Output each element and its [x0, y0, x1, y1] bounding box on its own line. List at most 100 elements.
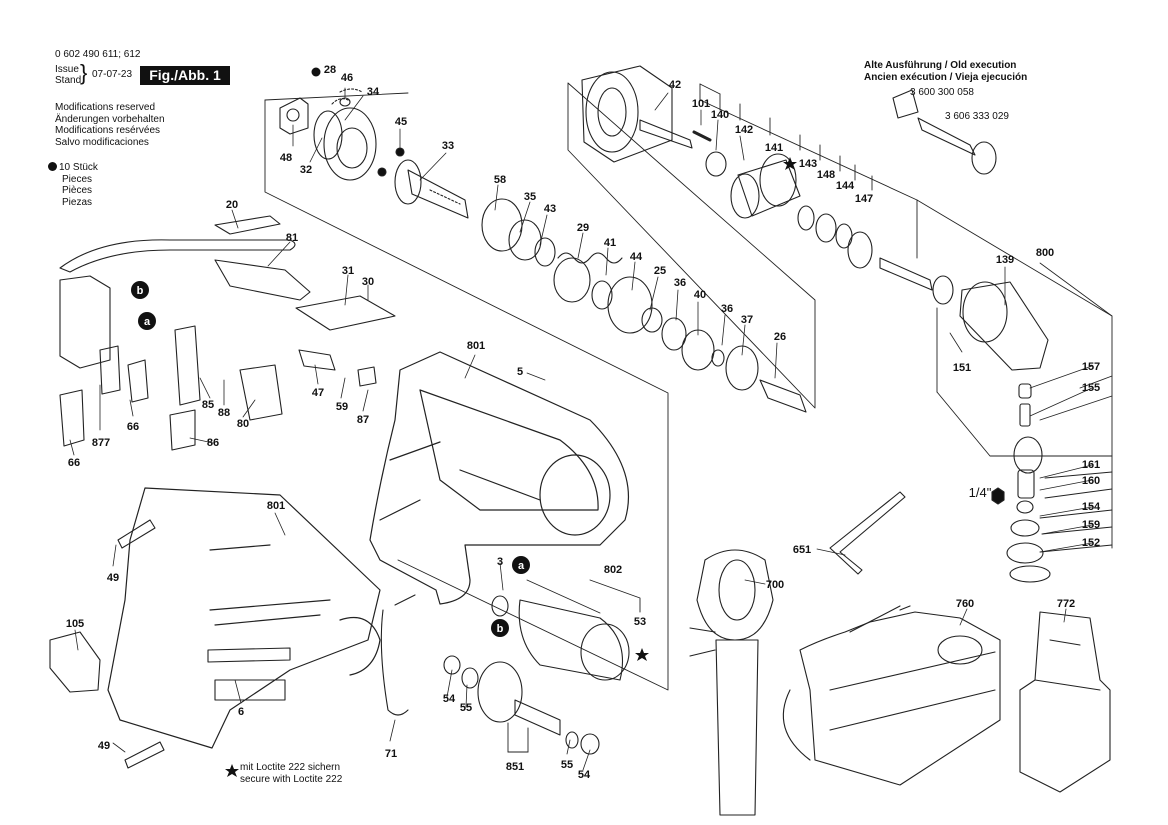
callout-label: 66 — [126, 421, 140, 433]
small-parts — [49, 519, 416, 769]
callout-label: 43 — [543, 203, 557, 215]
washer-part — [313, 110, 343, 160]
callout-label: 88 — [217, 407, 231, 419]
stand-label: Stand — [55, 75, 82, 86]
callout-label: 800 — [1035, 247, 1055, 259]
callout-label: 6 — [237, 706, 245, 718]
star-icon — [783, 157, 797, 170]
cap-part — [339, 97, 351, 107]
callout-label: 40 — [693, 289, 707, 301]
callout-label: 20 — [225, 199, 239, 211]
callout-label: 49 — [106, 572, 120, 584]
callout-label: 80 — [236, 418, 250, 430]
circuit-board-part — [295, 295, 396, 331]
callout-label: 35 — [523, 191, 537, 203]
clutch-housing-part — [581, 65, 673, 163]
callout-label: 161 — [1081, 459, 1101, 471]
trigger-part — [239, 364, 283, 421]
callout-label: 141 — [764, 142, 784, 154]
callout-label: 151 — [952, 362, 972, 374]
callout-label: 36 — [673, 277, 687, 289]
brace-symbol: } — [80, 60, 88, 85]
angle-frame-line — [699, 83, 1113, 549]
issue-label: Issue — [55, 64, 79, 75]
bevel-gear-part — [1013, 436, 1043, 474]
loctite-note-line: secure with Loctite 222 — [240, 774, 343, 785]
button-part — [49, 631, 101, 693]
callout-label: 101 — [691, 98, 711, 110]
callout-label: 55 — [560, 759, 574, 771]
callout-label: 46 — [340, 72, 354, 84]
gear-assembly-part — [279, 88, 469, 219]
modifications-line: Modifications reserved — [55, 102, 156, 113]
loctite-note: mit Loctite 222 sichern secure with Loct… — [240, 762, 342, 786]
callout-label: 86 — [206, 437, 220, 449]
contact-part — [174, 325, 201, 406]
screw-part — [124, 741, 165, 769]
callout-label: 59 — [335, 401, 349, 413]
ball-bearing-part — [725, 345, 759, 391]
issue-date: 07-07-23 — [92, 69, 133, 80]
callout-label: 160 — [1081, 475, 1101, 487]
tick-line — [699, 83, 721, 95]
callout-label: 36 — [720, 303, 734, 315]
callout-label: 155 — [1081, 382, 1101, 394]
callout-label: 801 — [266, 500, 286, 512]
callout-label: 760 — [955, 598, 975, 610]
old-execution-title-line: Alte Ausführung / Old execution — [864, 60, 1017, 71]
accessories-part — [689, 491, 1111, 816]
washer-part — [491, 595, 509, 617]
cable-loop-part — [59, 239, 296, 273]
top-frame-line — [264, 92, 409, 101]
spindle-components-part — [481, 65, 873, 413]
hex-key-part — [829, 491, 906, 575]
callout-label: 144 — [835, 180, 855, 192]
callout-label: 34 — [366, 86, 380, 98]
old-sleeve-part — [892, 89, 919, 119]
marker-a-icon — [138, 312, 156, 330]
marker-b-icon — [491, 619, 509, 637]
callout-label: 147 — [854, 193, 874, 205]
marker-a-label: a — [518, 560, 525, 572]
shaft-part — [879, 257, 933, 291]
old-execution-title: Alte Ausführung / Old execution Ancien e… — [864, 60, 1027, 83]
spindle-frame-line — [567, 82, 816, 409]
angle-attachment-part — [879, 89, 1051, 583]
circlip-part — [705, 151, 727, 177]
callout-label: 53 — [633, 616, 647, 628]
callout-label: 54 — [442, 693, 456, 705]
quantity-count: 10 Stück — [59, 162, 98, 173]
spindle-shaft-part — [407, 169, 469, 219]
old-shaft-part — [917, 117, 976, 156]
dot-icon — [48, 162, 57, 171]
marker-a-label: a — [144, 316, 151, 328]
callout-label: 5 — [516, 366, 524, 378]
switch-frame-part — [214, 259, 311, 301]
callout-label: 81 — [285, 232, 299, 244]
quantity-word: Piezas — [62, 196, 93, 208]
spring-part — [557, 252, 623, 264]
callout-label: 37 — [740, 314, 754, 326]
drive-pin-part — [759, 379, 807, 413]
callout-label: 45 — [394, 116, 408, 128]
callout-label: 700 — [765, 579, 785, 591]
quantity-word: Pièces — [62, 185, 93, 196]
battery-part — [1019, 611, 1111, 793]
callout-label: 140 — [710, 109, 730, 121]
motor-assembly-part — [443, 595, 630, 755]
document-number: 0 602 490 611; 612 — [55, 49, 141, 60]
old-part-number: 3 600 300 058 — [910, 87, 974, 98]
loctite-note-line: mit Loctite 222 sichern — [240, 762, 341, 773]
callout-label: 49 — [97, 740, 111, 752]
needle-bearing-part — [508, 219, 542, 261]
callout-label: 143 — [798, 158, 818, 170]
callout-label: 148 — [816, 169, 836, 181]
quantity-word: Pieces — [62, 173, 93, 185]
callout-label: 44 — [629, 251, 643, 263]
charger-part — [799, 611, 1001, 786]
callout-label: 651 — [792, 544, 812, 556]
side-handle-grip-part — [715, 639, 759, 816]
marker-b-label: b — [497, 623, 504, 635]
callout-label: 851 — [505, 761, 525, 773]
charger-cable-part — [782, 689, 811, 761]
